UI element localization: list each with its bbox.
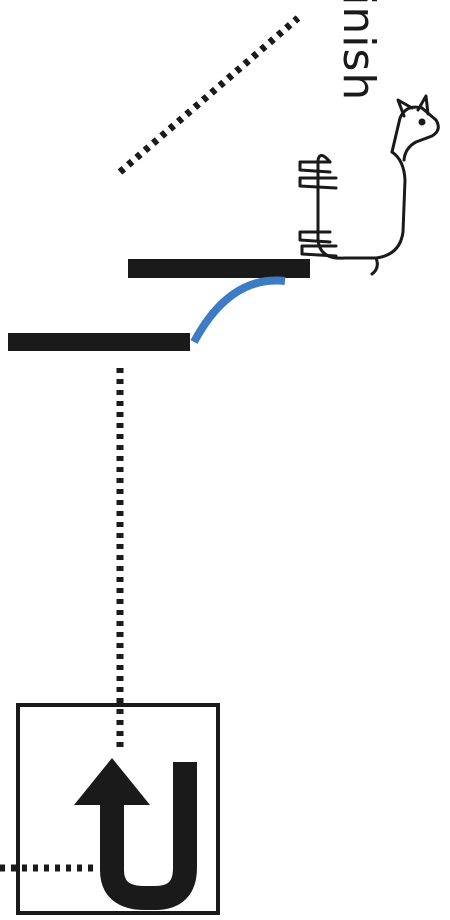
- upper-bar: [128, 259, 310, 278]
- lower-bar: [8, 333, 190, 351]
- finish-dotted-diagonal: [120, 18, 298, 172]
- u-turn-arrow-icon: [74, 758, 185, 898]
- finish-label: Finish: [333, 0, 384, 101]
- calf-icon: [300, 96, 438, 274]
- connecting-arc: [194, 281, 285, 342]
